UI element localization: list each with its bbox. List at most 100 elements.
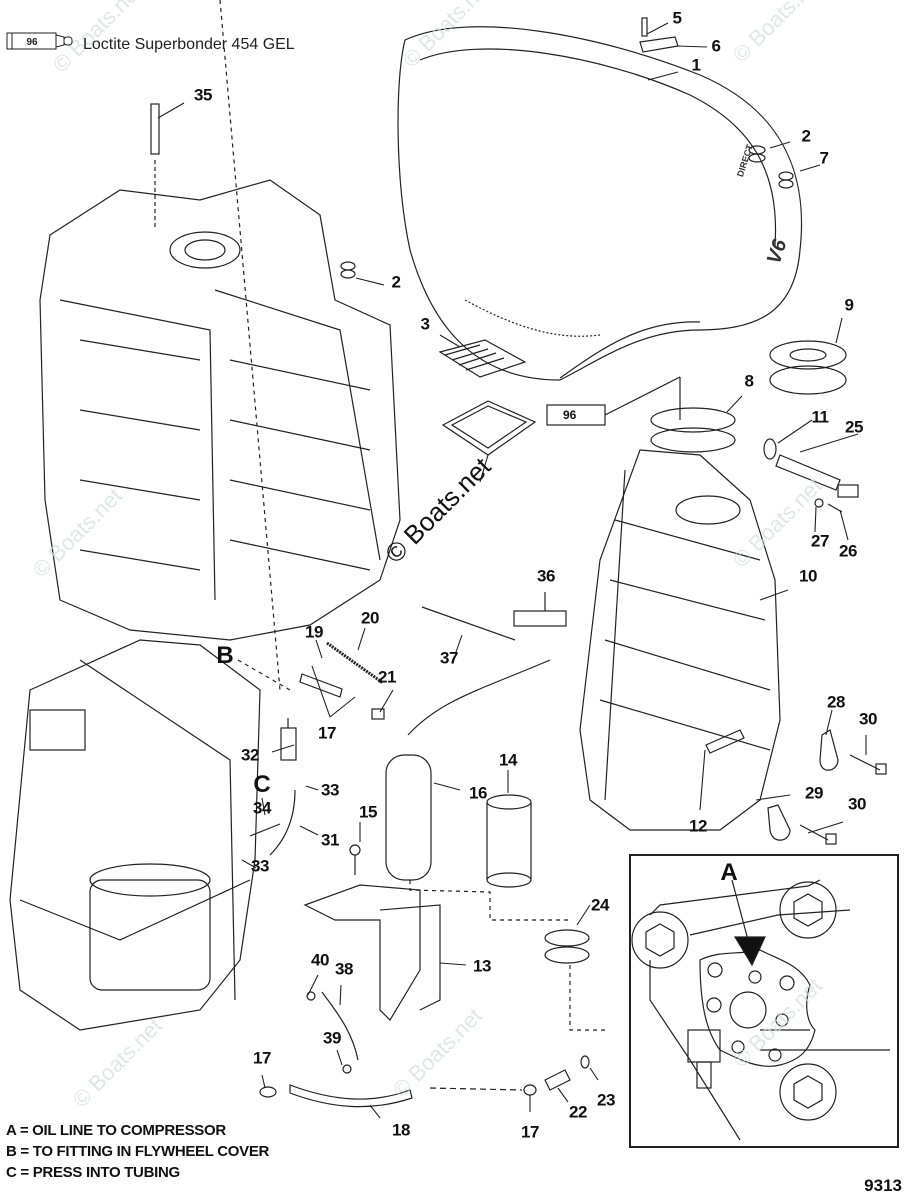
callout-36: 36 <box>537 566 555 586</box>
fitting-part-21 <box>371 708 385 720</box>
bolt-part-30b <box>799 824 837 845</box>
callout-17-left: 17 <box>253 1048 271 1068</box>
callout-30-top: 30 <box>859 709 877 729</box>
ref-letter-a: A <box>720 859 738 886</box>
callout-17-top: 17 <box>318 723 336 743</box>
callout-22: 22 <box>569 1102 587 1122</box>
callout-29: 29 <box>805 783 823 803</box>
hose-part-31 <box>269 789 296 856</box>
callout-31: 31 <box>321 830 339 850</box>
note-a: A = OIL LINE TO COMPRESSOR <box>6 1122 226 1139</box>
callout-9: 9 <box>844 295 854 315</box>
note-b: B = TO FITTING IN FLYWHEEL COVER <box>6 1143 270 1160</box>
callout-5: 5 <box>672 8 682 28</box>
ground-wire-part-38 <box>321 991 359 1061</box>
washer-part-40 <box>306 991 316 1001</box>
callout-24: 24 <box>591 895 609 915</box>
callout-11: 11 <box>811 407 829 427</box>
clamp-part-17-right <box>523 1084 537 1096</box>
callout-40: 40 <box>311 950 329 970</box>
clamp-part-28 <box>819 729 839 771</box>
clamp-part-29 <box>767 804 791 841</box>
cylinder-block <box>39 179 401 641</box>
callout-26: 26 <box>839 541 857 561</box>
cap-part-9 <box>769 340 847 395</box>
callout-7: 7 <box>819 148 829 168</box>
label-part-36 <box>513 592 567 627</box>
callout-25: 25 <box>845 417 863 437</box>
callout-2-top: 2 <box>801 126 811 146</box>
callout-12: 12 <box>689 816 707 836</box>
grommet-part-2-top <box>748 145 766 163</box>
fuel-filter-part-32 <box>280 718 297 761</box>
sealant-tube <box>546 376 681 426</box>
callout-14: 14 <box>499 750 517 770</box>
grommet-part-2-left <box>340 261 356 279</box>
callout-23: 23 <box>597 1090 615 1110</box>
notes-legend: A = OIL LINE TO COMPRESSOR B = TO FITTIN… <box>6 1120 269 1183</box>
callout-33-bottom: 33 <box>251 856 269 876</box>
callout-30-bottom: 30 <box>848 794 866 814</box>
bolt-part-30a <box>849 754 887 775</box>
o-ring-part-23 <box>580 1055 590 1069</box>
connector-part-34 <box>249 823 281 837</box>
cable-tie-part-37 <box>421 606 516 641</box>
intake-manifold-part-10 <box>579 449 781 831</box>
washer-part-27 <box>814 498 824 508</box>
strap-part-12 <box>705 729 745 754</box>
callout-32: 32 <box>241 745 259 765</box>
hose-part-19 <box>299 673 343 698</box>
sealant-tube-icon: 96 <box>6 32 73 50</box>
gasket <box>441 400 537 456</box>
callout-33-top: 33 <box>321 780 339 800</box>
screw-part-5 <box>641 17 648 37</box>
fuel-pump-part-16 <box>385 659 551 881</box>
callout-15: 15 <box>359 802 377 822</box>
callout-20: 20 <box>361 608 379 628</box>
note-c: C = PRESS INTO TUBING <box>6 1164 180 1181</box>
callout-18: 18 <box>392 1120 410 1140</box>
spring-part-20 <box>326 641 384 685</box>
ref-letter-c: C <box>253 771 271 798</box>
callout-10: 10 <box>799 566 817 586</box>
sensor-part-25 <box>775 454 859 498</box>
callout-16: 16 <box>469 783 487 803</box>
stud-part-35 <box>150 103 160 230</box>
callout-21: 21 <box>378 667 396 687</box>
callout-19: 19 <box>305 622 323 642</box>
plate-part-6 <box>639 36 679 53</box>
ring-part-8 <box>650 407 736 453</box>
sealant-label: Loctite Superbonder 454 GEL <box>83 36 295 53</box>
callout-6: 6 <box>711 36 721 56</box>
callout-3: 3 <box>420 314 430 334</box>
filter-element-part-3 <box>438 339 527 378</box>
ref-letter-b: B <box>216 642 234 669</box>
clip-part-11 <box>763 438 777 460</box>
figure-number: 9313 <box>864 1176 902 1195</box>
callout-2-left: 2 <box>391 272 401 292</box>
tube-code: 96 <box>26 37 38 48</box>
fuel-rail-assembly <box>9 639 261 1031</box>
tube-code-part: 96 <box>563 408 577 422</box>
callout-28: 28 <box>827 692 845 712</box>
callout-37: 37 <box>440 648 458 668</box>
callout-17-bottom: 17 <box>521 1122 539 1142</box>
hose-part-18 <box>289 1084 413 1108</box>
clamp-part-17-left <box>259 1086 277 1098</box>
fitting-part-22 <box>544 1069 571 1091</box>
callout-1: 1 <box>691 55 701 75</box>
flywheel-cover <box>397 26 803 381</box>
callout-13: 13 <box>473 956 491 976</box>
callout-8: 8 <box>744 371 754 391</box>
sleeve-part-14 <box>486 794 532 888</box>
callout-27: 27 <box>811 531 829 551</box>
callout-35: 35 <box>194 85 212 105</box>
leader-lines <box>157 22 867 1119</box>
nut-part-39 <box>342 1064 352 1074</box>
screw-part-15 <box>349 844 361 875</box>
bracket-part-13 <box>303 884 441 1021</box>
callout-38: 38 <box>335 959 353 979</box>
detail-inset <box>629 854 899 1148</box>
grommet-part-24 <box>544 929 590 964</box>
